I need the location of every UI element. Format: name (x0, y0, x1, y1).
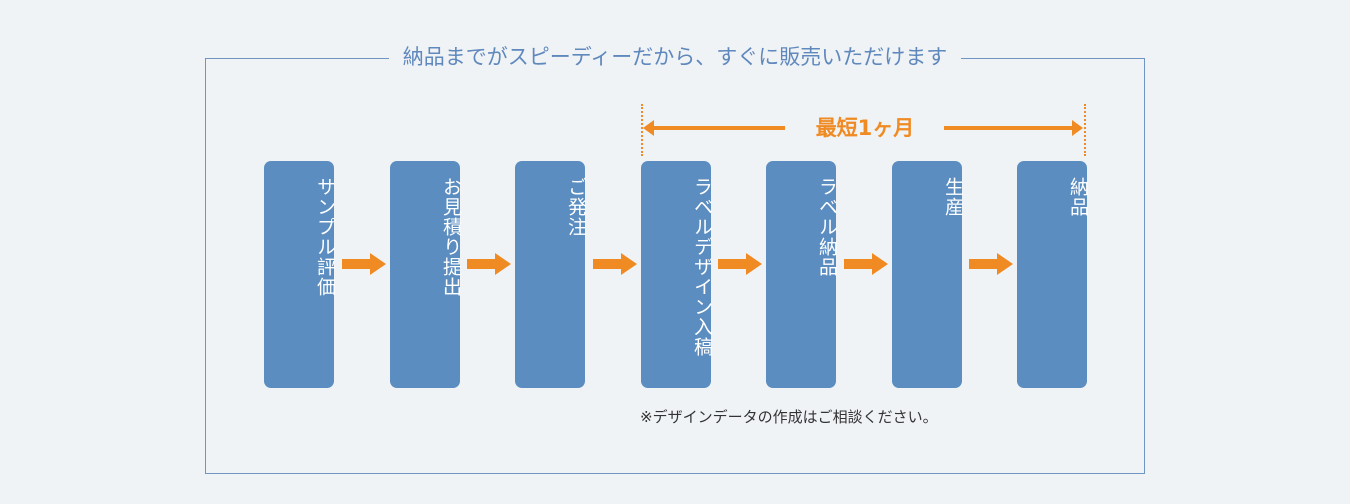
design-data-note: ※デザインデータの作成はご相談ください。 (640, 408, 938, 426)
period-start-marker (641, 104, 643, 156)
flow-arrow-icon (593, 253, 637, 275)
step-sample-evaluation: サンプル評価 (264, 161, 336, 388)
period-right-arrow-icon (944, 120, 1083, 136)
flow-arrow-icon (844, 253, 888, 275)
step-label: お見積り提出 (440, 177, 462, 297)
diagram-title-wrap: 納品までがスピーディーだから、すぐに販売いただけます (0, 40, 1350, 74)
step-label: サンプル評価 (314, 177, 336, 297)
flow-arrow-icon (342, 253, 386, 275)
step-label-delivery: ラベル納品 (766, 161, 838, 388)
step-delivery: 納品 (1017, 161, 1089, 388)
step-label: ラベル納品 (816, 177, 838, 277)
step-label: 生産 (942, 177, 964, 217)
step-production: 生産 (892, 161, 964, 388)
step-label: ご発注 (565, 177, 587, 237)
step-order: ご発注 (515, 161, 587, 388)
flow-arrow-icon (718, 253, 762, 275)
step-label: ラベルデザイン入稿 (691, 177, 713, 357)
flow-arrow-icon (969, 253, 1013, 275)
step-label: 納品 (1067, 177, 1089, 217)
flow-arrow-icon (467, 253, 511, 275)
step-label-design-submission: ラベルデザイン入稿 (641, 161, 713, 388)
diagram-title: 納品までがスピーディーだから、すぐに販売いただけます (388, 45, 962, 69)
period-left-arrow-icon (643, 120, 785, 136)
step-quotation: お見積り提出 (390, 161, 462, 388)
period-end-marker (1084, 104, 1086, 156)
period-label: 最短1ヶ月 (815, 116, 915, 140)
